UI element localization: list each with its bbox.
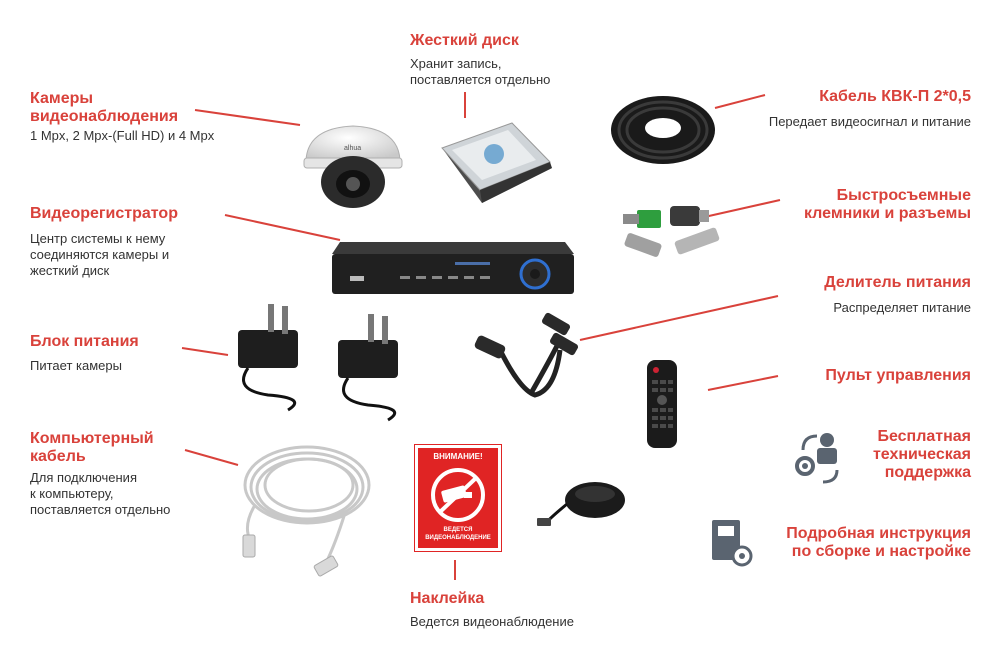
cameras-desc: 1 Mpx, 2 Mpx-(Full HD) и 4 Mpx [30, 128, 215, 143]
support-title: Бесплатная техническая поддержка [872, 428, 971, 481]
warning-sticker: ВНИМАНИЕ! ВЕДЕТСЯ ВИДЕОНАБЛЮДЕНИЕ [415, 445, 501, 551]
dvr-image [332, 242, 574, 294]
remote-leader [707, 375, 779, 391]
svg-text:alhua: alhua [344, 145, 361, 152]
sticker-desc: Ведется видеонаблюдение [410, 614, 574, 629]
splitter-leader [579, 295, 779, 341]
lan-leader [184, 449, 239, 466]
no-camera-icon [431, 468, 485, 522]
psu-title: Блок питания [30, 333, 139, 350]
splitter-desc: Распределяет питание [833, 300, 971, 315]
sticker-bottom-text: ВЕДЕТСЯ ВИДЕОНАБЛЮДЕНИЕ [425, 527, 491, 541]
coax-cable-coil-image [611, 96, 715, 164]
connectors-leader [699, 199, 781, 219]
hdd-title: Жесткий диск [410, 32, 519, 49]
lan-title: Компьютерный кабель [30, 430, 154, 465]
remote-title: Пульт управления [825, 367, 971, 384]
dvr-desc: Центр системы к нему соединяются камеры … [30, 231, 170, 278]
power-splitter-image [474, 312, 579, 398]
splitter-title: Делитель питания [824, 274, 971, 291]
connectors-image [623, 206, 720, 257]
manual-icon [712, 520, 753, 567]
cameras-title: Камеры видеонаблюдения [30, 90, 179, 125]
hdd-desc: Хранит запись, поставляется отдельно [410, 56, 551, 87]
support-icon [795, 433, 839, 484]
cable-kvk-title: Кабель КВК-П 2*0,5 [819, 88, 971, 105]
mouse-image [537, 482, 625, 526]
lan-cable-image [242, 445, 371, 577]
psu-desc: Питает камеры [30, 358, 122, 373]
psu-leader [181, 347, 229, 356]
dvr-title: Видеорегистратор [30, 205, 178, 222]
hard-disk-image [441, 122, 552, 203]
manual-title: Подробная инструкция по сборке и настрой… [786, 525, 971, 560]
connectors-title: Быстросъемные клемники и разъемы [803, 187, 971, 222]
remote-control-image [647, 360, 677, 448]
power-supplies-image [238, 304, 398, 422]
cable-kvk-desc: Передает видеосигнал и питание [768, 114, 971, 129]
dvr-leader [224, 214, 341, 241]
sticker-top-text: ВНИМАНИЕ! [433, 452, 483, 461]
camera-leader [194, 109, 301, 126]
cable-kvk-leader [714, 94, 766, 109]
dome-camera-image: alhua [303, 125, 403, 208]
lan-desc: Для подключения к компьютеру, поставляет… [30, 470, 171, 517]
sticker-title: Наклейка [410, 590, 485, 607]
